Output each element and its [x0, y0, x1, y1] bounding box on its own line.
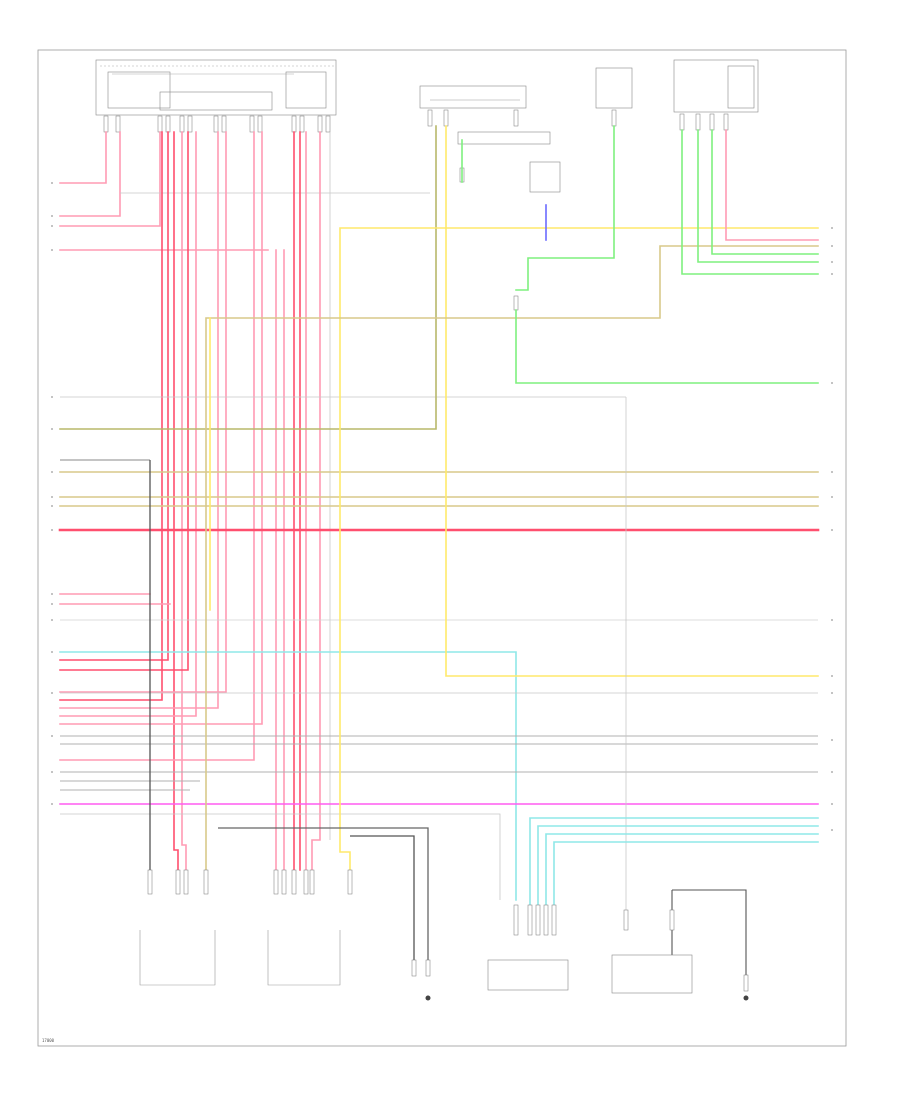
diagram-code: 17000 — [42, 1038, 55, 1043]
wire-bundle-top-left — [59, 131, 430, 871]
right-edge-pins — [831, 227, 833, 831]
module-top-right — [673, 59, 759, 113]
diagram-frame — [37, 49, 847, 1047]
bottom-sensors — [139, 930, 749, 1001]
horizontal-bus — [58, 125, 820, 901]
module-top-right-green — [595, 67, 633, 109]
module-top-center — [419, 85, 561, 193]
left-edge-pins — [51, 182, 53, 805]
dark-wires — [149, 397, 747, 990]
cyan-bundle — [529, 817, 819, 906]
bottom-connectors — [147, 869, 749, 992]
green-wires — [461, 125, 819, 384]
top-connectors — [103, 109, 729, 311]
module-top-left — [95, 59, 337, 116]
